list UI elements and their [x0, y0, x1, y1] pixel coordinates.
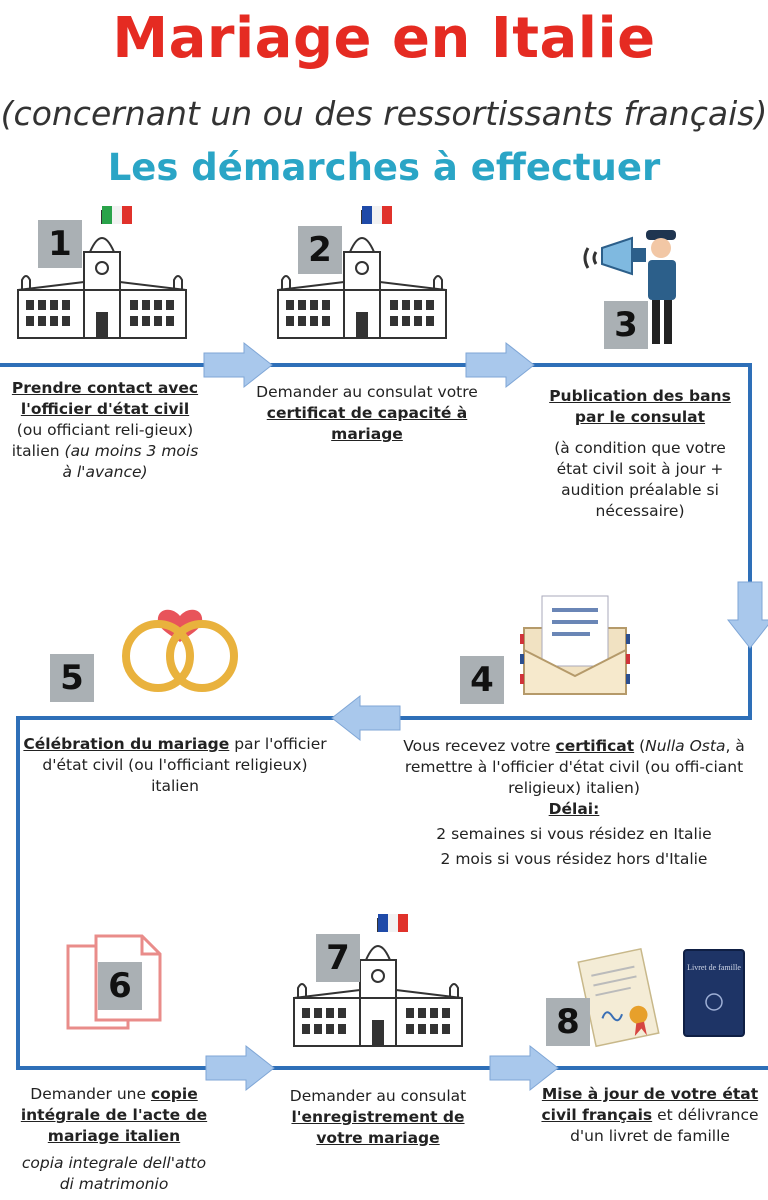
step-6-pre: Demander une — [30, 1085, 151, 1103]
arrow-right-1 — [203, 341, 273, 389]
certificate-and-family-booklet-icon: Livret de famille — [577, 947, 745, 1048]
envelope-letter-icon — [520, 595, 630, 695]
step-7-strong: l'enregistrement de votre mariage — [291, 1108, 465, 1147]
family-booklet-label: Livret de famille — [687, 963, 741, 972]
step-1-text: Prendre contact avec l'officier d'état c… — [10, 378, 200, 483]
arrow-right-4 — [489, 1044, 559, 1092]
arrow-right-3 — [205, 1044, 275, 1092]
step-3-number: 3 — [604, 301, 648, 349]
town-hall-italy-flag-icon — [17, 206, 187, 339]
step-8-rest: et délivrance d'un livret de famille — [570, 1106, 759, 1145]
step-2-number: 2 — [298, 226, 342, 274]
wedding-rings-heart-icon — [122, 609, 238, 692]
step-5-strong: Célébration du mariage — [23, 735, 230, 753]
step-5-rest: par l'officier d'état civil (ou l'offici… — [42, 735, 327, 795]
step-4-delay-label: Délai: — [548, 800, 600, 818]
step-4-strong: certificat — [555, 737, 635, 755]
step-1-strong: Prendre contact avec l'officier d'état c… — [11, 379, 199, 418]
arrow-right-2 — [465, 341, 535, 389]
step-7-number: 7 — [316, 934, 360, 982]
step-1-rest: (ou officiant reli-gieux) italien — [11, 421, 194, 460]
step-8-text: Mise à jour de votre état civil français… — [536, 1084, 764, 1147]
arrow-down — [726, 581, 768, 649]
step-5-text: Célébration du mariage par l'officier d'… — [18, 734, 332, 797]
step-2-strong: certificat de capacité à mariage — [266, 404, 468, 443]
step-4-number: 4 — [460, 656, 504, 704]
step-6-text: Demander une copie intégrale de l'acte d… — [14, 1084, 214, 1195]
step-3-note: (à condition que votre état civil soit à… — [554, 439, 726, 520]
step-4-text: Vous recevez votre certificat (Nulla Ost… — [390, 736, 758, 870]
section-heading: Les démarches à effectuer — [107, 146, 661, 189]
step-7-pre: Demander au consulat — [289, 1087, 467, 1105]
step-6-number: 6 — [98, 962, 142, 1010]
step-1-number: 1 — [38, 220, 82, 268]
step-4-rest: , à remettre à l'officier d'état civil (… — [404, 737, 745, 797]
step-3-strong: Publication des bans par le consulat — [549, 387, 731, 426]
step-4-italic: Nulla Osta — [645, 737, 726, 755]
step-4-pre: Vous recevez votre — [403, 737, 556, 755]
step-7-text: Demander au consulat l'enregistrement de… — [266, 1086, 490, 1149]
town-crier-megaphone-icon — [583, 230, 676, 344]
step-1-italic: (au moins 3 mois à l'avance) — [62, 442, 199, 481]
step-8-strong: Mise à jour de votre état civil français — [541, 1085, 759, 1124]
town-hall-france-flag-icon — [277, 206, 447, 339]
page-subtitle: (concernant un ou des ressortissants fra… — [0, 94, 768, 133]
step-6-italic: copia integrale dell'atto di matrimonio — [21, 1154, 207, 1193]
step-3-text: Publication des bans par le consulat (à … — [542, 386, 738, 522]
step-4-delay-1: 2 semaines si vous résidez en Italie — [436, 825, 712, 843]
page-title: Mariage en Italie — [112, 6, 656, 71]
step-4-delay-2: 2 mois si vous résidez hors d'Italie — [440, 850, 708, 868]
step-8-number: 8 — [546, 998, 590, 1046]
step-2-pre: Demander au consulat votre — [256, 383, 478, 401]
town-hall-france-flag-icon — [293, 914, 463, 1047]
step-2-text: Demander au consulat votre certificat de… — [244, 382, 490, 445]
arrow-left-1 — [331, 694, 401, 742]
step-5-number: 5 — [50, 654, 94, 702]
step-6-strong: copie intégrale de l'acte de mariage ita… — [20, 1085, 208, 1145]
